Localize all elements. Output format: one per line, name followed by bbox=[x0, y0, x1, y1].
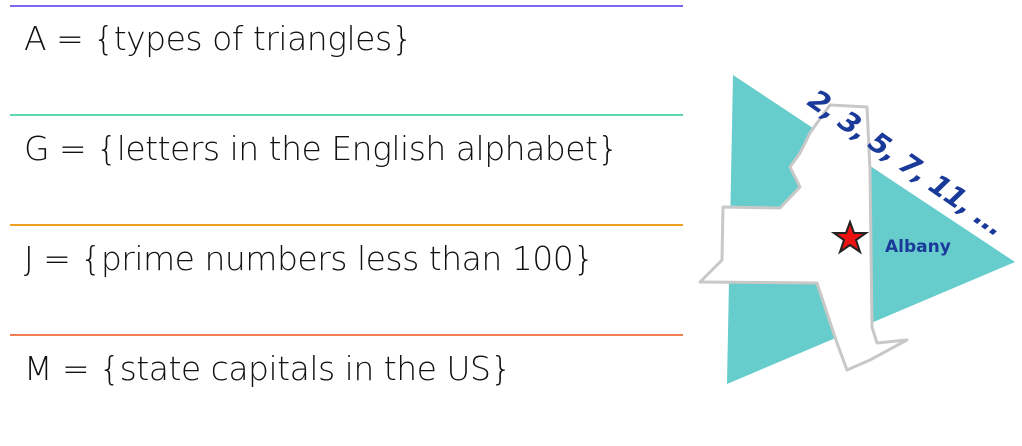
rule-g bbox=[10, 114, 683, 116]
new-york-state-outline bbox=[698, 103, 909, 372]
set-m: M = {state capitals in the US} bbox=[24, 349, 512, 388]
rule-a bbox=[10, 5, 683, 7]
city-label: Albany bbox=[885, 237, 951, 257]
rule-m bbox=[10, 334, 683, 336]
set-g: G = {letters in the English alphabet} bbox=[24, 129, 618, 168]
star-icon bbox=[830, 219, 870, 255]
new-york-primes-logo: 2, 3, 5, 7, 11, ... Albany bbox=[698, 75, 1015, 384]
set-j: J = {prime numbers less than 100} bbox=[24, 239, 594, 278]
set-a: A = {types of triangles} bbox=[24, 19, 413, 58]
rule-j bbox=[10, 224, 683, 226]
